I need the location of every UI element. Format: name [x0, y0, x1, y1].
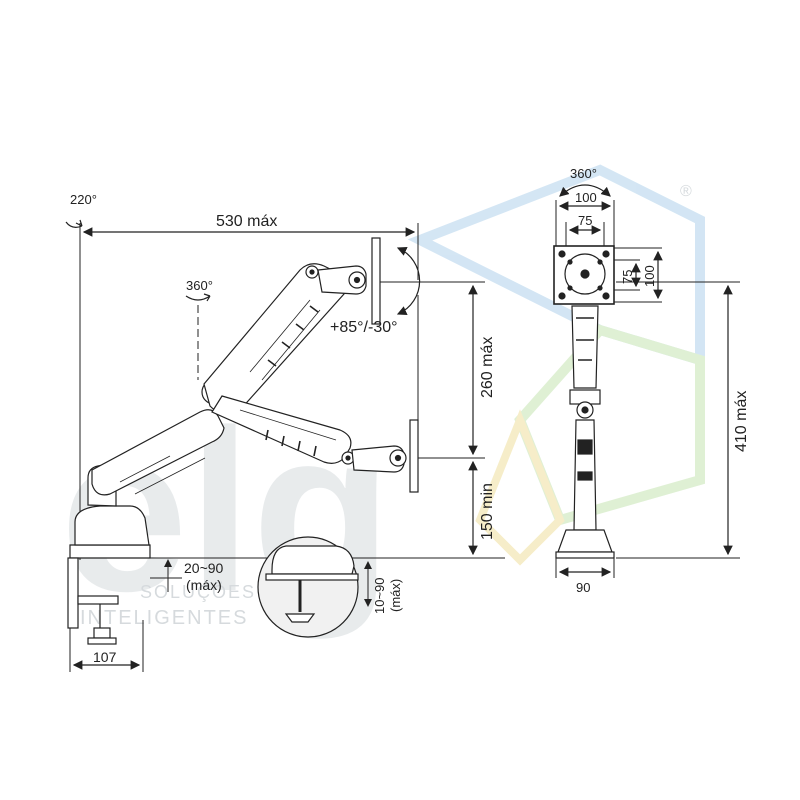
- front-rotation-label: 360°: [570, 166, 597, 181]
- vesa-inner-width-label: 75: [578, 213, 592, 228]
- arm-rotation-label: 360°: [186, 278, 213, 293]
- front-view: [553, 184, 740, 578]
- desk-clamp: [67, 505, 151, 645]
- vesa-inner-height-label: 75: [620, 270, 635, 284]
- watermark-line1: SOLUÇÕES: [140, 581, 256, 602]
- tilt-arc: [396, 246, 421, 316]
- height-lower-label: 150 min: [479, 483, 496, 540]
- arm-rotation-arrow: [185, 293, 211, 302]
- desk-thickness-label-2: (máx): [186, 577, 222, 593]
- front-base: [557, 529, 613, 553]
- watermark-hex-green: [514, 324, 705, 527]
- base-swivel-label: 220°: [70, 192, 97, 207]
- side-view: [65, 219, 505, 672]
- front-arm-upper: [571, 305, 599, 389]
- vesa-outer-height-label: 100: [642, 265, 657, 287]
- watermark-hex-blue: [407, 164, 705, 367]
- max-reach-label: 530 máx: [216, 213, 277, 230]
- front-base-width-label: 90: [576, 580, 590, 595]
- desk-thickness-label-1: 20~90: [184, 560, 224, 576]
- front-max-height-label: 410 máx: [733, 391, 750, 452]
- watermark-line2: INTELIGENTES: [80, 607, 248, 629]
- height-upper-label: 260 máx: [479, 337, 496, 398]
- tilt-label: +85°/-30°: [330, 319, 398, 336]
- front-rotation-arc: [559, 184, 611, 197]
- grommet-label-1: 10~90: [372, 577, 387, 614]
- grommet-inset: [257, 536, 372, 638]
- vesa-outer-width-label: 100: [575, 190, 597, 205]
- watermark-registered: ®: [680, 183, 692, 200]
- clamp-width-label: 107: [93, 649, 117, 665]
- lower-arm: [91, 409, 225, 496]
- vesa-plate-upper: [371, 237, 381, 325]
- watermark-hex-yellow: [475, 409, 565, 566]
- grommet-label-2: (máx): [388, 579, 403, 612]
- base-swivel-arrow: [65, 219, 83, 228]
- vesa-plate-lower: [409, 419, 419, 493]
